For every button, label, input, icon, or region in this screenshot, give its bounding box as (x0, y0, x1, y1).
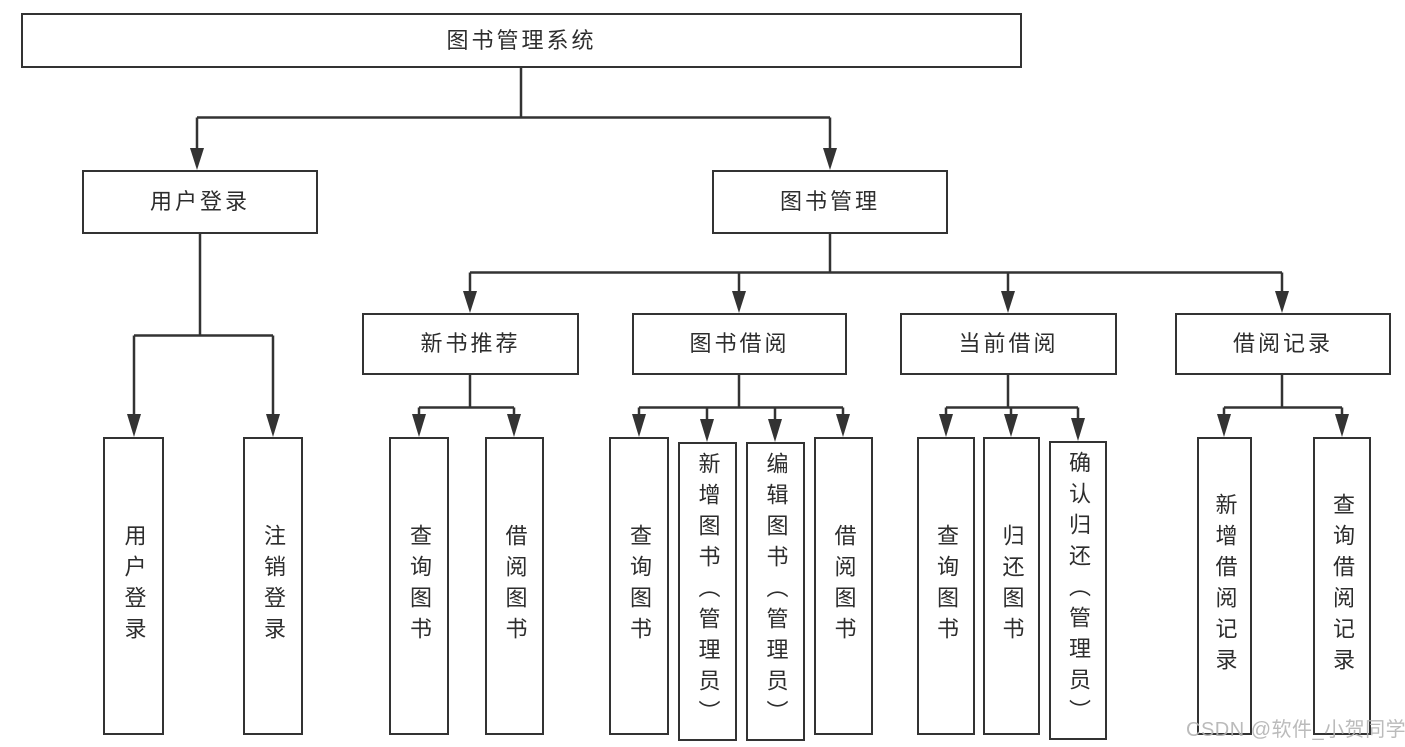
node-borrowing-records: 借阅记录 (1175, 313, 1391, 375)
leaf-borrow-books: 借阅图书 (814, 437, 873, 735)
leaf-user-login: 用户登录 (103, 437, 164, 735)
leaf-recommend-borrow-books: 借阅图书 (485, 437, 544, 735)
leaf-return-books: 归还图书 (983, 437, 1040, 735)
node-new-book-recommend: 新书推荐 (362, 313, 579, 375)
csdn-watermark: CSDN @软件_小贺同学 (1186, 719, 1405, 741)
leaf-borrowing-query-books: 查询图书 (609, 437, 669, 735)
leaf-add-books-admin: 新增图书（管理员） (678, 442, 737, 741)
leaf-query-borrow-record: 查询借阅记录 (1313, 437, 1371, 735)
leaf-current-query-books: 查询图书 (917, 437, 975, 735)
node-root-system: 图书管理系统 (21, 13, 1022, 68)
leaf-add-borrow-record: 新增借阅记录 (1197, 437, 1252, 735)
leaf-logout: 注销登录 (243, 437, 303, 735)
node-book-borrowing: 图书借阅 (632, 313, 847, 375)
leaf-edit-books-admin: 编辑图书（管理员） (746, 442, 805, 741)
node-user-login: 用户登录 (82, 170, 318, 234)
leaf-confirm-return-admin: 确认归还（管理员） (1049, 441, 1107, 740)
leaf-recommend-query-books: 查询图书 (389, 437, 449, 735)
node-book-management: 图书管理 (712, 170, 948, 234)
node-current-borrowing: 当前借阅 (900, 313, 1117, 375)
